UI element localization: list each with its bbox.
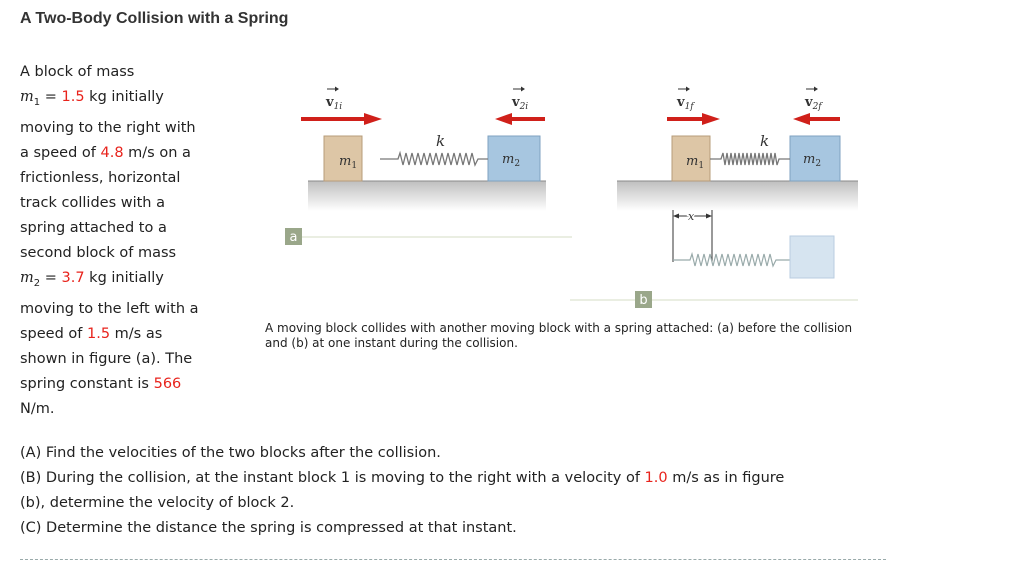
problem-line: speed of 1.5 m/s as	[20, 322, 250, 347]
mass-symbol: m	[20, 89, 34, 105]
page-title: A Two-Body Collision with a Spring	[20, 10, 289, 27]
figure-a: a m1 m2 k v1i v2i	[285, 86, 572, 245]
m2-value: 3.7	[61, 270, 85, 286]
question-c: (C) Determine the distance the spring is…	[20, 520, 517, 536]
divider-line	[20, 559, 886, 560]
arrow-v1f-head	[702, 113, 720, 125]
problem-line: a speed of 4.8 m/s on a	[20, 141, 250, 166]
problem-line: m2 = 3.7 kg initially	[20, 266, 250, 291]
unit-text: kg initially	[84, 270, 164, 286]
problem-line: second block of mass	[20, 245, 177, 261]
block-m2-a	[487, 135, 541, 182]
equals-sign: =	[40, 270, 62, 286]
track-b	[617, 181, 858, 211]
figure-b-label-box	[635, 291, 652, 308]
m1-value: 1.5	[61, 89, 85, 105]
collision-figure: a m1 m2 k v1i v2i m1 m2 k v1f	[285, 86, 858, 308]
text: (B) During the collision, at the instant…	[20, 470, 645, 486]
v2i-label: v2i	[511, 95, 528, 112]
problem-line: shown in figure (a). The	[20, 351, 193, 367]
figure-a-label-box	[285, 228, 302, 245]
text: speed of	[20, 326, 87, 342]
problem-statement: A block of mass m1 = 1.5 kg initially mo…	[20, 60, 250, 422]
block-m2-b	[789, 135, 841, 182]
problem-line: spring attached to a	[20, 220, 167, 236]
spring-constant-label-b: k	[760, 132, 769, 150]
v1f-label: v1f	[676, 95, 695, 112]
figure-b: m1 m2 k v1f v2f x b	[570, 86, 858, 308]
text: m/s as in figure	[667, 470, 785, 486]
figure-b-label: b	[639, 293, 647, 308]
figure-caption: A moving block collides with another mov…	[265, 321, 853, 350]
v1i-label: v1i	[325, 95, 342, 112]
mass-symbol: m	[20, 270, 34, 286]
m2-label: m2	[502, 152, 520, 169]
text: m/s on a	[123, 145, 191, 161]
text: spring constant is	[20, 376, 154, 392]
m1-label: m1	[686, 154, 704, 171]
block-m1-a	[323, 135, 363, 182]
relaxed-block-m2	[789, 235, 835, 279]
problem-line: A block of mass	[20, 64, 135, 80]
problem-line: m1 = 1.5 kg initially	[20, 85, 250, 110]
problem-line: moving to the left with a	[20, 301, 199, 317]
m1-label: m1	[339, 154, 357, 171]
problem-line: N/m.	[20, 401, 55, 417]
track-a	[308, 181, 546, 211]
figure-a-label: a	[290, 230, 298, 245]
problem-line: frictionless, horizontal	[20, 170, 181, 186]
b-velocity-value: 1.0	[644, 470, 668, 486]
mass-subscript: 2	[33, 277, 41, 289]
questions: (A) Find the velocities of the two block…	[20, 441, 920, 541]
spring-a	[380, 150, 488, 167]
text: a speed of	[20, 145, 101, 161]
spring-constant-label-a: k	[436, 132, 445, 150]
mass-subscript: 1	[33, 96, 41, 108]
equals-sign: =	[40, 89, 62, 105]
v1-value: 4.8	[100, 145, 124, 161]
text: m/s as	[110, 326, 163, 342]
v2-value: 1.5	[87, 326, 111, 342]
arrow-v2i-head	[495, 113, 512, 125]
spring-b	[710, 152, 790, 166]
question-b-continued: (b), determine the velocity of block 2.	[20, 495, 295, 511]
arrow-v2f-head	[793, 113, 810, 125]
question-a: (A) Find the velocities of the two block…	[20, 445, 441, 461]
m2-label: m2	[803, 152, 821, 169]
arrow-v1i-head	[364, 113, 382, 125]
question-b: (B) During the collision, at the instant…	[20, 466, 920, 491]
problem-line: spring constant is 566	[20, 372, 250, 397]
problem-line: moving to the right with	[20, 120, 196, 136]
compression-label: x	[688, 210, 695, 223]
relaxed-spring	[673, 251, 790, 268]
problem-line: track collides with a	[20, 195, 165, 211]
unit-text: kg initially	[84, 89, 164, 105]
v2f-label: v2f	[804, 95, 823, 112]
k-value: 566	[153, 376, 182, 392]
